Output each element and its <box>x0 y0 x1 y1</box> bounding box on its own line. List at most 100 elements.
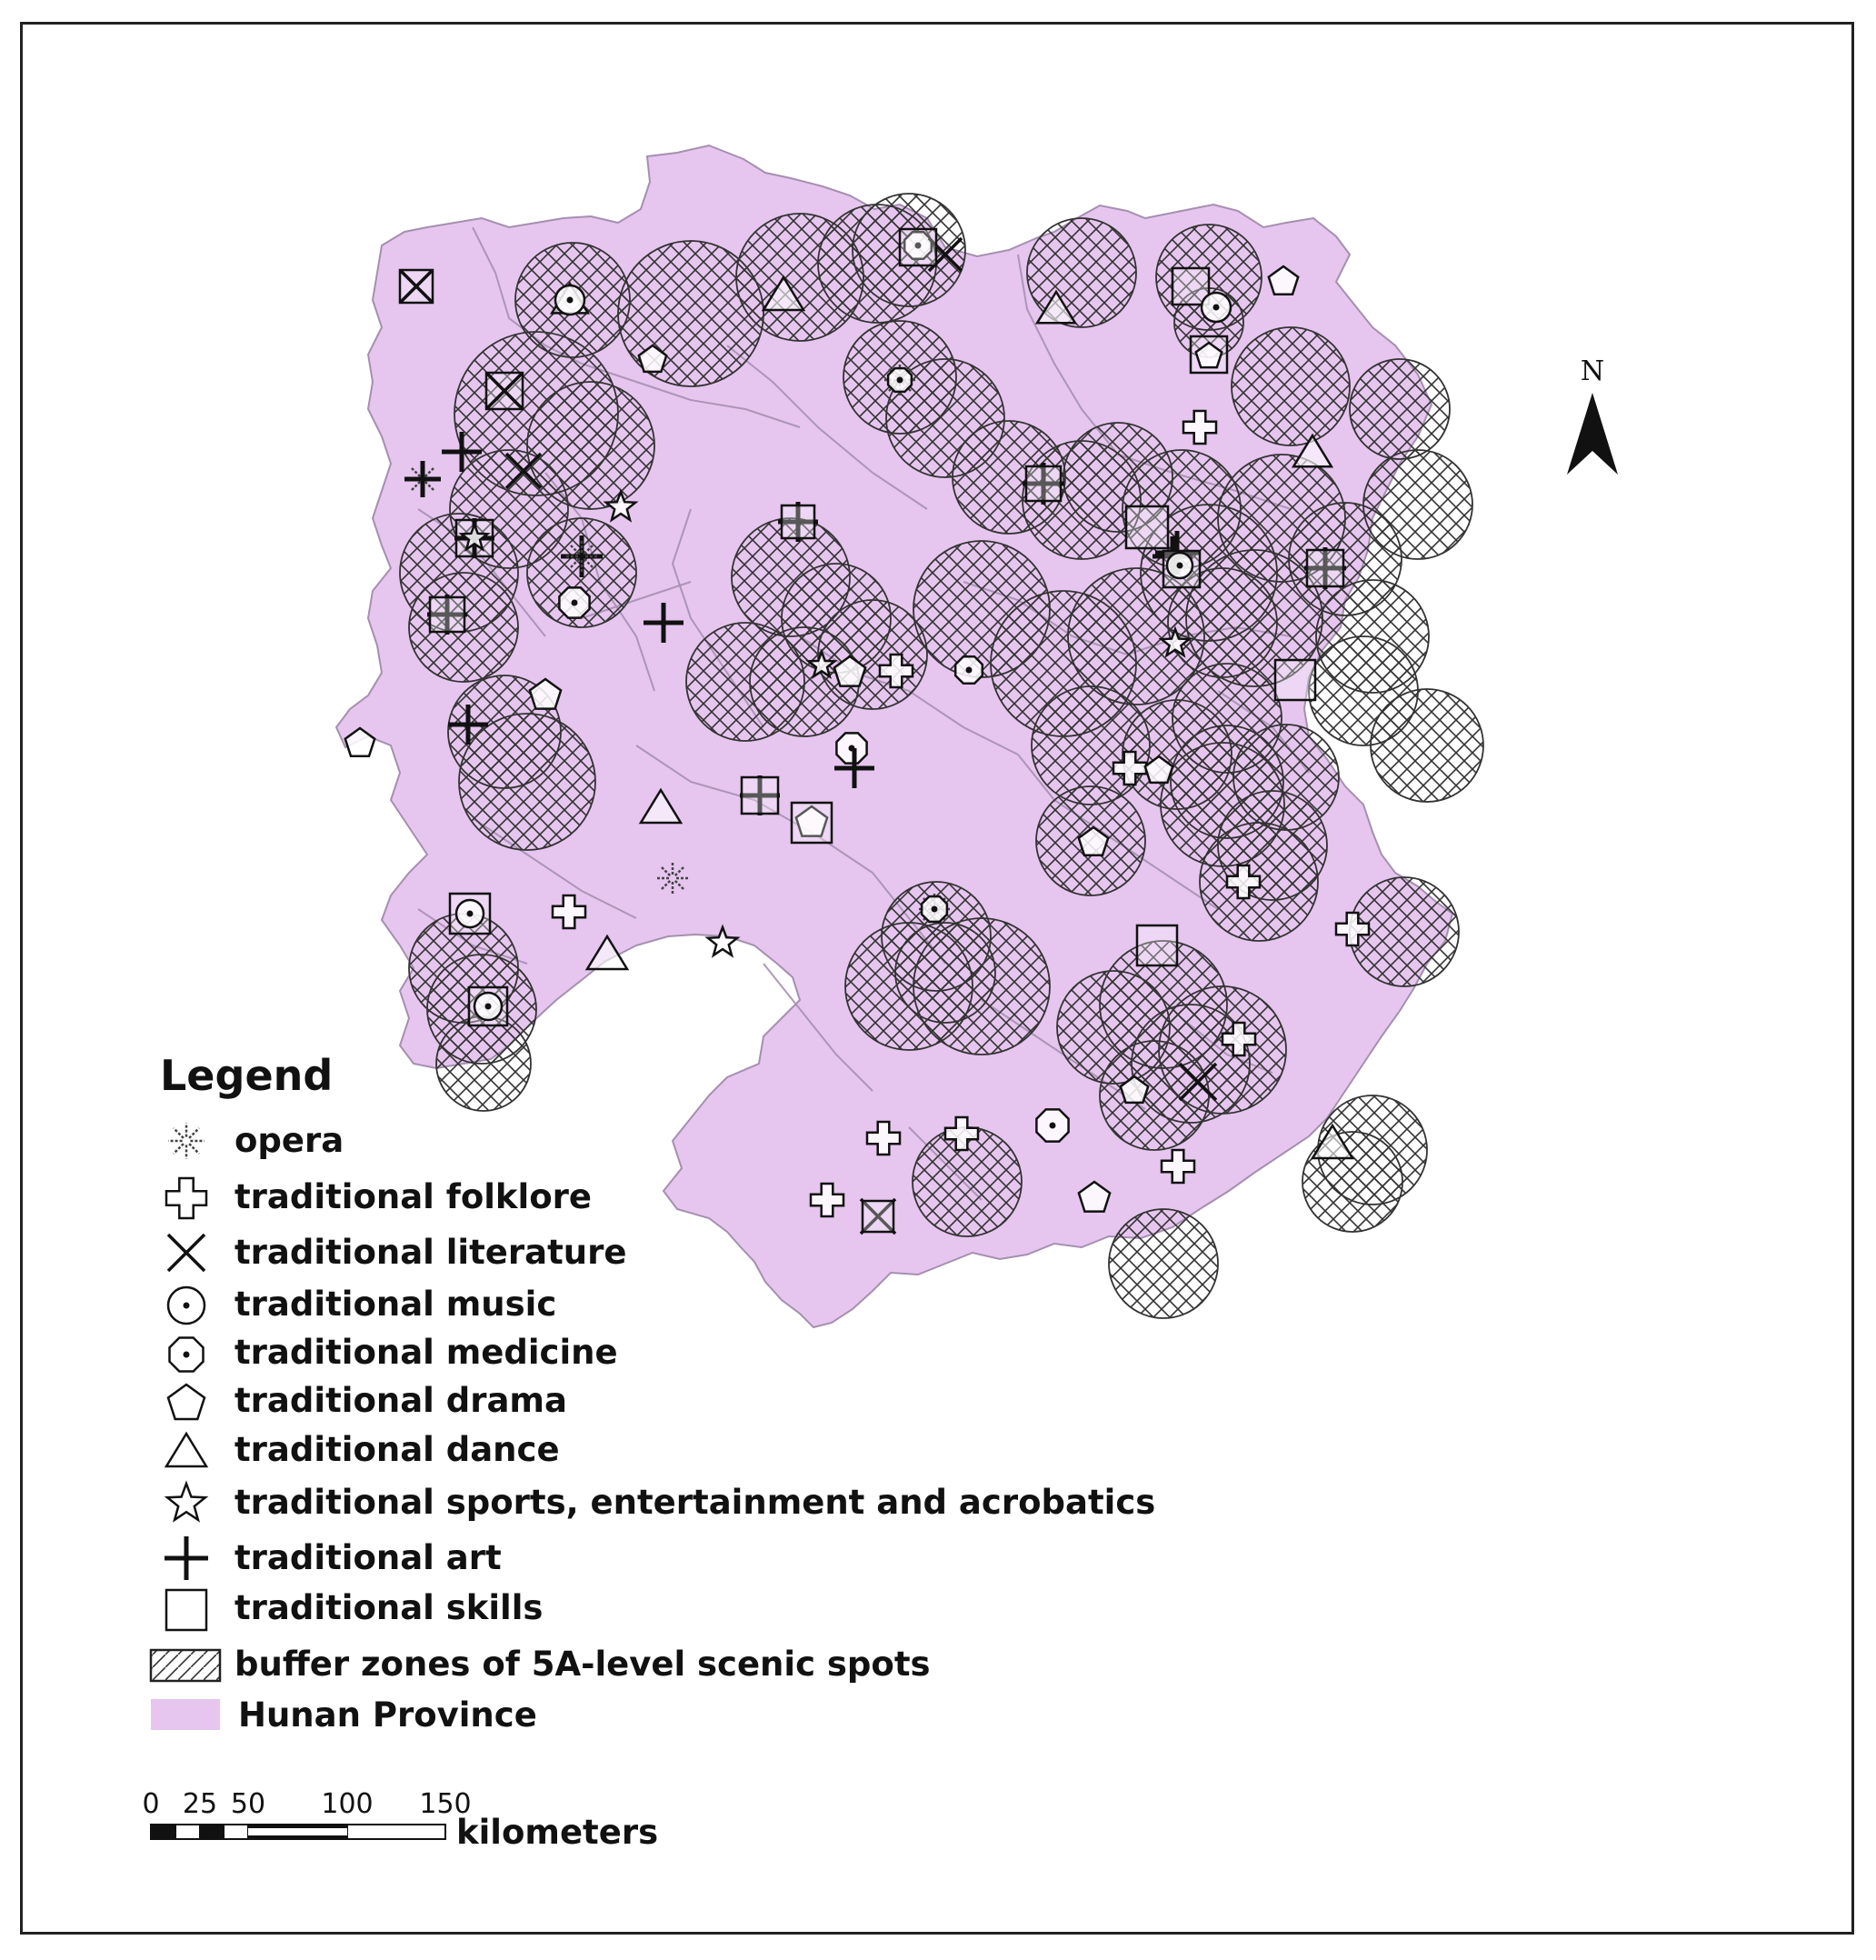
legend-label-medicine: traditional medicine <box>234 1333 618 1372</box>
buffer-zone <box>1231 326 1351 446</box>
heritage-point-skills <box>1124 505 1170 550</box>
heritage-point-sports <box>704 924 741 958</box>
buffer-zone <box>1370 688 1484 803</box>
heritage-point-folklore <box>551 894 587 930</box>
heritage-point-skills <box>428 595 466 634</box>
scale-tick-100: 100 <box>321 1788 373 1820</box>
heritage-point-dance <box>761 275 806 312</box>
heritage-point-sports <box>805 648 838 679</box>
buffer-zone <box>1232 724 1340 831</box>
buffer-zone <box>458 713 596 851</box>
heritage-point-drama <box>1143 755 1174 785</box>
heritage-point-skills <box>1273 658 1317 702</box>
heritage-point-art <box>404 461 441 497</box>
heritage-points-layer <box>344 227 1371 1235</box>
heritage-point-folklore <box>1221 1021 1257 1057</box>
legend-label-skills: traditional skills <box>234 1588 543 1627</box>
legend-label-opera: opera <box>234 1121 344 1160</box>
buffer-zone <box>1122 699 1232 810</box>
heritage-point-music <box>1165 551 1194 580</box>
legend-title: Legend <box>160 1051 333 1100</box>
heritage-point-sports <box>603 488 639 523</box>
scale-tick-50: 50 <box>231 1788 265 1820</box>
heritage-point-drama <box>1194 341 1223 369</box>
scale-bar: 0 25 50 100 150 kilometers <box>142 1788 658 1852</box>
heritage-point-medicine <box>903 230 933 261</box>
traditional-music-icon <box>166 1285 206 1325</box>
heritage-point-art <box>644 603 684 643</box>
heritage-point-folklore <box>865 1120 902 1156</box>
traditional-dance-icon <box>164 1431 209 1468</box>
heritage-point-drama <box>833 655 867 687</box>
legend-item-medicine: traditional medicine <box>168 1333 618 1373</box>
heritage-point-skills <box>740 775 780 815</box>
opera-icon <box>168 1123 205 1159</box>
heritage-point-skills <box>1305 548 1345 588</box>
heritage-point-dance <box>1291 433 1334 468</box>
north-arrow: N <box>1567 355 1618 475</box>
heritage-point-skills <box>1024 465 1063 503</box>
legend-item-literature: traditional literature <box>166 1233 626 1273</box>
heritage-point-medicine <box>953 655 984 685</box>
heritage-point-skills <box>861 1199 895 1234</box>
heritage-point-music <box>1200 291 1232 324</box>
buffer-zones-layer <box>399 193 1484 1319</box>
heritage-point-folklore <box>878 653 914 689</box>
heritage-point-dance <box>638 787 684 825</box>
hunan-province-icon <box>151 1699 220 1730</box>
legend-label-drama: traditional drama <box>234 1381 567 1420</box>
legend-item-drama: traditional drama <box>166 1381 567 1421</box>
heritage-point-medicine <box>920 895 949 924</box>
buffer-zone-icon <box>149 1648 222 1683</box>
scale-tick-150: 150 <box>419 1788 471 1820</box>
heritage-point-folklore <box>1225 864 1262 900</box>
heritage-point-art <box>448 705 488 745</box>
heritage-point-folklore <box>809 1182 845 1218</box>
heritage-point-art <box>1023 463 1064 505</box>
heritage-point-art <box>778 502 818 542</box>
heritage-point-art <box>740 775 780 815</box>
heritage-point-art <box>442 432 482 472</box>
scale-tick-0: 0 <box>142 1788 159 1820</box>
legend-label-buffer: buffer zones of 5A-level scenic spots <box>234 1645 931 1684</box>
heritage-point-art <box>1304 547 1346 589</box>
buffer-zone <box>1108 1208 1219 1319</box>
legend-item-music: traditional music <box>166 1285 556 1325</box>
legend-item-sports: traditional sports, entertainment and ac… <box>164 1480 1155 1523</box>
heritage-point-folklore <box>1112 750 1148 786</box>
heritage-point-drama <box>794 805 829 837</box>
heritage-point-medicine <box>886 366 913 394</box>
legend-label-sports: traditional sports, entertainment and ac… <box>234 1483 1155 1522</box>
legend-label-art: traditional art <box>234 1538 502 1577</box>
heritage-point-drama <box>528 677 563 710</box>
heritage-point-medicine <box>558 586 591 619</box>
heritage-point-drama <box>1077 825 1110 857</box>
map-frame <box>20 22 1854 1935</box>
legend-item-art: traditional art <box>165 1536 502 1580</box>
legend-item-folklore: traditional folklore <box>165 1176 592 1220</box>
heritage-point-skills <box>1171 266 1211 306</box>
heritage-point-medicine <box>835 732 868 765</box>
heritage-point-skills <box>780 504 816 540</box>
legend-item-dance: traditional dance <box>164 1430 560 1469</box>
heritage-point-folklore <box>1160 1148 1196 1185</box>
heritage-point-skills <box>1135 924 1179 967</box>
heritage-point-folklore <box>1182 409 1218 445</box>
legend: Legend opera traditional folklore tradit… <box>149 1051 1155 1735</box>
traditional-literature-icon <box>166 1233 206 1273</box>
legend-label-province: Hunan Province <box>238 1695 537 1735</box>
buffer-zone <box>894 922 996 1024</box>
heritage-point-opera <box>565 540 598 573</box>
buffer-zone <box>435 1015 532 1112</box>
scale-bar-segments <box>150 1824 446 1840</box>
traditional-sports-icon <box>164 1480 209 1523</box>
heritage-point-literature <box>859 1197 897 1235</box>
buffer-zone <box>1099 1040 1210 1151</box>
heritage-point-folklore <box>1334 911 1371 947</box>
scale-tick-25: 25 <box>183 1788 217 1820</box>
buffer-zone <box>1349 358 1451 460</box>
heritage-point-drama <box>344 726 376 758</box>
heritage-point-art <box>427 595 467 635</box>
traditional-drama-icon <box>166 1383 206 1421</box>
